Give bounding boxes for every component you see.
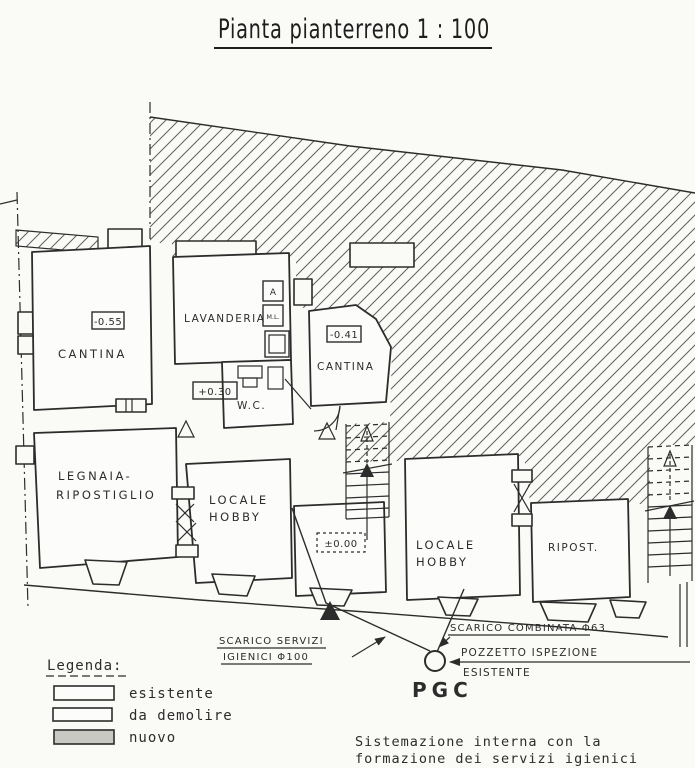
room-label-cantina-left: CANTINA bbox=[58, 347, 127, 361]
window-bump bbox=[511, 469, 533, 483]
pozzetto-circle-icon bbox=[424, 650, 446, 672]
page-title: Pianta pianterreno 1 : 100 bbox=[218, 14, 490, 45]
caption-line2: formazione dei servizi igienici bbox=[355, 751, 638, 767]
boundary-tick bbox=[0, 199, 18, 205]
stair-up-arrow-icon bbox=[360, 424, 374, 442]
level-cantina-right: -0.41 bbox=[330, 330, 358, 341]
door-leaf bbox=[335, 405, 341, 431]
room-lavanderia bbox=[172, 252, 292, 365]
fixtures bbox=[115, 280, 533, 558]
door-threshold bbox=[115, 398, 147, 413]
level-wc: +0.30 bbox=[198, 387, 231, 398]
legend-label-esistente: esistente bbox=[129, 686, 214, 702]
wall-bump bbox=[293, 278, 313, 306]
window-bump bbox=[17, 311, 35, 335]
buttresses bbox=[84, 559, 647, 623]
caption-line1: Sistemazione interna con la bbox=[355, 734, 601, 750]
pilaster bbox=[349, 242, 415, 268]
level-cantina-left: -0.55 bbox=[94, 317, 122, 328]
appliance-ml-box bbox=[262, 304, 284, 327]
caption: Sistemazione interna con la formazione d… bbox=[355, 734, 638, 767]
earth-hatch-region bbox=[150, 117, 695, 504]
pipe-scarico-servizi bbox=[291, 507, 431, 652]
room-cantina-right bbox=[308, 304, 392, 407]
appliance-a-label: A bbox=[270, 288, 277, 298]
vent-triangle-icon bbox=[177, 419, 195, 438]
annotation-pozzetto-2: ESISTENTE bbox=[463, 667, 531, 679]
appliance-ml-label: M.L. bbox=[266, 313, 279, 321]
pipe-marker-triangle-icon bbox=[320, 601, 340, 620]
window-x-icon bbox=[175, 503, 197, 542]
annotation-pgc: PGC bbox=[412, 678, 473, 702]
room-label-ripostiglio: RIPOST. bbox=[548, 542, 599, 554]
terrain-line bbox=[23, 584, 669, 638]
window-bump bbox=[15, 445, 35, 465]
room-label-wc: W.C. bbox=[237, 400, 266, 412]
room-hobby-right bbox=[404, 453, 521, 601]
level-badge-box bbox=[326, 325, 362, 343]
room-label-cantina-right: CANTINA bbox=[317, 361, 374, 373]
boundary-dashdot-left bbox=[16, 191, 29, 609]
door-swing bbox=[284, 378, 312, 410]
annotation-scarico-servizi-2: IGIENICI Φ100 bbox=[223, 652, 309, 663]
room-label-hobby-right-1: LOCALE bbox=[416, 538, 476, 552]
leader-arrow bbox=[438, 636, 451, 648]
leader-arrow bbox=[351, 636, 386, 658]
window-bump bbox=[175, 544, 199, 558]
room-hobby-left bbox=[185, 458, 293, 584]
appliance-a-box bbox=[262, 280, 284, 302]
stair-break-arrow-icon bbox=[663, 505, 677, 519]
legend-swatch-nuovo bbox=[53, 729, 115, 745]
room-label-hobby-left-1: LOCALE bbox=[209, 493, 269, 507]
level-hall: ±0.00 bbox=[324, 539, 357, 550]
boiler-icon bbox=[267, 366, 284, 390]
stair-right bbox=[644, 444, 695, 583]
window-bump bbox=[17, 335, 35, 355]
legend-label-da-demolire: da demolire bbox=[129, 708, 233, 724]
earth-slope-line bbox=[149, 116, 695, 194]
room-label-lavanderia: LAVANDERIA bbox=[184, 313, 265, 325]
window-x-icon bbox=[513, 483, 531, 513]
wc-bowl-icon bbox=[242, 377, 258, 388]
room-hall bbox=[293, 501, 387, 597]
window-bump bbox=[171, 486, 195, 500]
legend-swatch-esistente bbox=[53, 685, 115, 701]
sink-basin bbox=[268, 334, 286, 354]
vent-triangle-icon bbox=[318, 421, 336, 440]
room-wc bbox=[221, 359, 294, 429]
room-label-hobby-right-2: HOBBY bbox=[416, 555, 468, 569]
legend: Legenda: esistente da demolire nuovo bbox=[46, 658, 233, 746]
legend-title: Legenda: bbox=[47, 658, 122, 674]
stair-up-arrow-icon bbox=[663, 449, 677, 467]
room-ripostiglio bbox=[530, 498, 631, 603]
level-badge-box bbox=[91, 311, 125, 330]
room-label-hobby-left-2: HOBBY bbox=[209, 510, 261, 524]
annotation-pozzetto-1: POZZETTO ISPEZIONE bbox=[461, 647, 598, 659]
annotation-scarico-servizi-1: SCARICO SERVIZI bbox=[219, 636, 324, 647]
level-badge-box bbox=[192, 381, 238, 400]
level-badge-box-dashed bbox=[316, 532, 366, 553]
window-bump bbox=[511, 513, 533, 527]
room-label-legnaia-1: LEGNAIA- bbox=[58, 469, 132, 483]
stair-break-arrow-icon bbox=[360, 463, 374, 477]
annotation-scarico-combinata: SCARICO COMBINATA Φ63 bbox=[450, 623, 606, 634]
legend-swatch-da-demolire bbox=[52, 707, 113, 722]
sink-icon bbox=[264, 330, 290, 358]
legend-label-nuovo: nuovo bbox=[129, 730, 176, 746]
stair-central bbox=[342, 422, 393, 540]
room-label-legnaia-2: RIPOSTIGLIO bbox=[56, 488, 156, 502]
